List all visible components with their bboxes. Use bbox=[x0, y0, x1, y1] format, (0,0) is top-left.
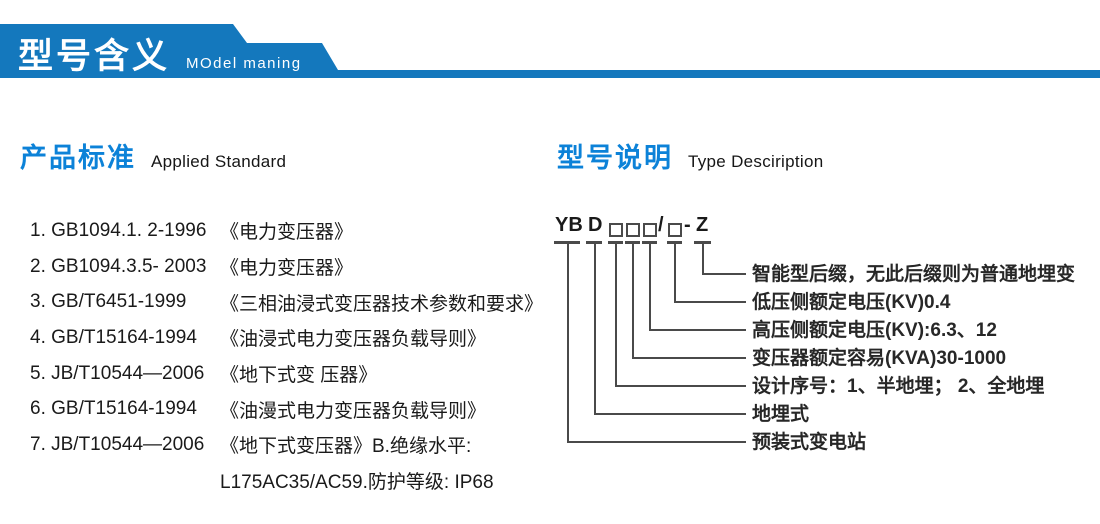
standard-title: 《三相油浸式变压器技术参数和要求》 bbox=[220, 293, 544, 315]
connector-line bbox=[632, 357, 746, 359]
standard-title: 《油漫式电力变压器负载导则》 bbox=[220, 400, 487, 422]
underline-bar bbox=[642, 241, 657, 244]
standard-code: 6. GB/T15164-1994 bbox=[30, 398, 197, 420]
applied-standard-title-cn: 产品标准 bbox=[20, 143, 136, 173]
standards-list: 1. GB1094.1. 2-1996 《电力变压器》 2. GB1094.3.… bbox=[30, 213, 570, 499]
underline-bar bbox=[554, 241, 580, 244]
connector-line bbox=[594, 413, 746, 415]
placeholder-box-2 bbox=[626, 223, 640, 237]
standard-item: 1. GB1094.1. 2-1996 《电力变压器》 bbox=[30, 213, 570, 249]
code-prefix: YB bbox=[555, 214, 583, 236]
connector-line bbox=[702, 273, 746, 275]
underline-bar bbox=[694, 241, 711, 244]
standard-code: 3. GB/T6451-1999 bbox=[30, 291, 187, 313]
standard-code: 2. GB1094.3.5- 2003 bbox=[30, 255, 207, 277]
diagram-label-buried-type: 地埋式 bbox=[752, 404, 810, 425]
connector-line bbox=[632, 243, 634, 359]
code-slash: / bbox=[658, 214, 664, 236]
code-dash: - bbox=[684, 214, 691, 236]
standard-title: 《电力变压器》 bbox=[220, 222, 354, 244]
diagram-label-prefab-substation: 预装式变电站 bbox=[752, 432, 867, 453]
diagram-label-smart-suffix: 智能型后缀，无此后缀则为普通地埋变 bbox=[752, 264, 1076, 285]
page-title: 型号含义 bbox=[18, 37, 171, 76]
diagram-label-lv-voltage: 低压侧额定电压(KV)0.4 bbox=[752, 292, 951, 313]
placeholder-box-3 bbox=[643, 223, 657, 237]
standard-title: 《地下式变 压器》 bbox=[220, 365, 378, 387]
diagram-label-design-number: 设计序号：1、半地埋； 2、全地埋 bbox=[752, 376, 1045, 397]
underline-bar bbox=[586, 241, 602, 244]
model-code-diagram: YB D / - Z 智能型后缀，无此后缀则为普通地埋变 bbox=[550, 200, 1100, 500]
standard-item: 3. GB/T6451-1999 《三相油浸式变压器技术参数和要求》 bbox=[30, 284, 570, 320]
diagram-label-rated-capacity: 变压器额定容易(KVA)30-1000 bbox=[752, 348, 1007, 369]
applied-standard-title-en: Applied Standard bbox=[151, 152, 287, 171]
connector-line bbox=[702, 243, 704, 275]
placeholder-box-4 bbox=[668, 223, 682, 237]
connector-line bbox=[567, 243, 569, 443]
placeholder-box-1 bbox=[609, 223, 623, 237]
diagram-label-hv-voltage: 高压侧额定电压(KV):6.3、12 bbox=[752, 320, 997, 341]
standard-item: 4. GB/T15164-1994 《油浸式电力变压器负载导则》 bbox=[30, 320, 570, 356]
standard-title: 《油浸式电力变压器负载导则》 bbox=[220, 329, 487, 351]
type-description-title-en: Type Desciription bbox=[688, 152, 824, 171]
standard-code: 1. GB1094.1. 2-1996 bbox=[30, 219, 207, 241]
connector-line bbox=[674, 301, 746, 303]
standard-item-continuation: L175AC35/AC59.防护等级: IP68 bbox=[30, 463, 570, 499]
connector-line bbox=[649, 243, 651, 331]
standard-item: 6. GB/T15164-1994 《油漫式电力变压器负载导则》 bbox=[30, 391, 570, 427]
underline-bar bbox=[608, 241, 623, 244]
connector-line bbox=[567, 441, 746, 443]
standard-title: 《电力变压器》 bbox=[220, 258, 354, 280]
standard-title-continuation: L175AC35/AC59.防护等级: IP68 bbox=[220, 472, 494, 494]
standard-title: 《地下式变压器》B.绝缘水平: bbox=[220, 436, 472, 458]
underline-bar bbox=[667, 241, 682, 244]
underline-bar bbox=[625, 241, 640, 244]
header-banner: 型号含义 MOdel maning bbox=[0, 24, 1100, 78]
connector-line bbox=[674, 243, 676, 303]
connector-line bbox=[615, 385, 746, 387]
standard-item: 2. GB1094.3.5- 2003 《电力变压器》 bbox=[30, 249, 570, 285]
right-section-heading: 型号说明 Type Desciription bbox=[557, 136, 824, 175]
type-description-title-cn: 型号说明 bbox=[557, 143, 673, 173]
page-title-english: MOdel maning bbox=[186, 55, 302, 72]
connector-line bbox=[649, 329, 746, 331]
code-d: D bbox=[588, 214, 603, 236]
standard-code: 7. JB/T10544—2006 bbox=[30, 433, 205, 455]
standard-code: 4. GB/T15164-1994 bbox=[30, 326, 197, 348]
standard-item: 7. JB/T10544—2006 《地下式变压器》B.绝缘水平: bbox=[30, 427, 570, 463]
connector-line bbox=[594, 243, 596, 415]
standard-item: 5. JB/T10544—2006 《地下式变 压器》 bbox=[30, 356, 570, 392]
code-suffix: Z bbox=[696, 214, 709, 236]
connector-line bbox=[615, 243, 617, 387]
standard-code: 5. JB/T10544—2006 bbox=[30, 362, 205, 384]
left-section-heading: 产品标准 Applied Standard bbox=[20, 136, 286, 175]
